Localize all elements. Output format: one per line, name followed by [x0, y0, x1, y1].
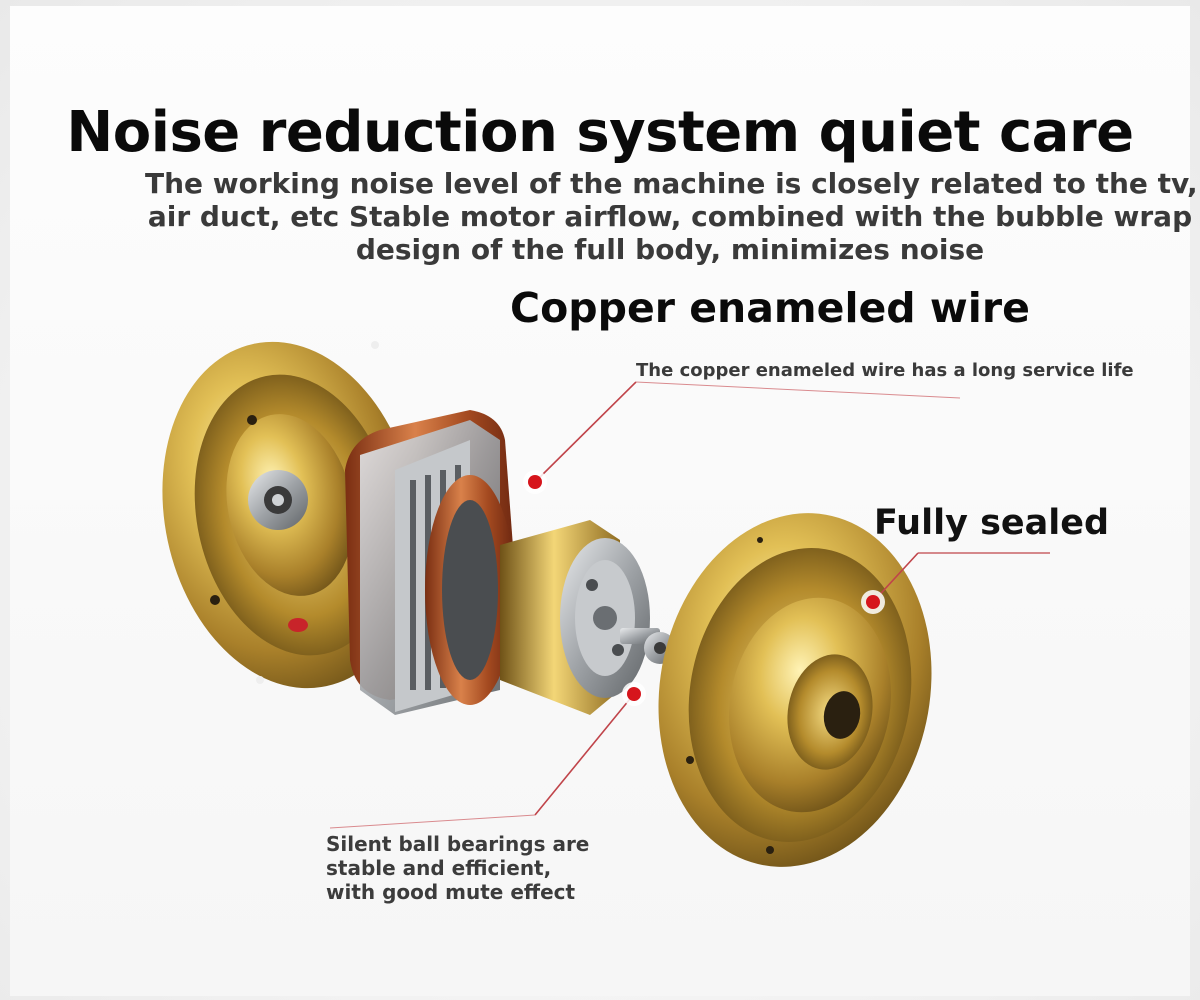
ball-bearing-line-1: Silent ball bearings are: [326, 832, 590, 856]
page-title: Noise reduction system quiet care: [66, 99, 1134, 165]
callout-fully-sealed: [861, 552, 1050, 614]
copper-wire-note: The copper enameled wire has a long serv…: [636, 360, 1134, 381]
rotor: [500, 520, 676, 715]
ball-bearing-note: Silent ball bearings are stable and effi…: [326, 832, 589, 904]
copper-wire-heading: Copper enameled wire: [510, 284, 1030, 332]
fully-sealed-heading: Fully sealed: [874, 503, 1110, 543]
callout-ball-bearings: [329, 682, 646, 829]
callout-copper-wire: [523, 381, 961, 494]
right-end-cover: [658, 513, 932, 867]
description-line-2: air duct, etc Stable motor airflow, comb…: [147, 200, 1193, 233]
description-line-3: design of the full body, minimizes noise: [355, 233, 985, 266]
ball-bearing-line-3: with good mute effect: [326, 880, 576, 904]
stator-with-copper-windings: [288, 410, 520, 715]
description-text: The working noise level of the machine i…: [145, 167, 1198, 266]
description-line-1: The working noise level of the machine i…: [145, 167, 1198, 200]
ball-bearing-line-2: stable and efficient,: [326, 856, 552, 880]
